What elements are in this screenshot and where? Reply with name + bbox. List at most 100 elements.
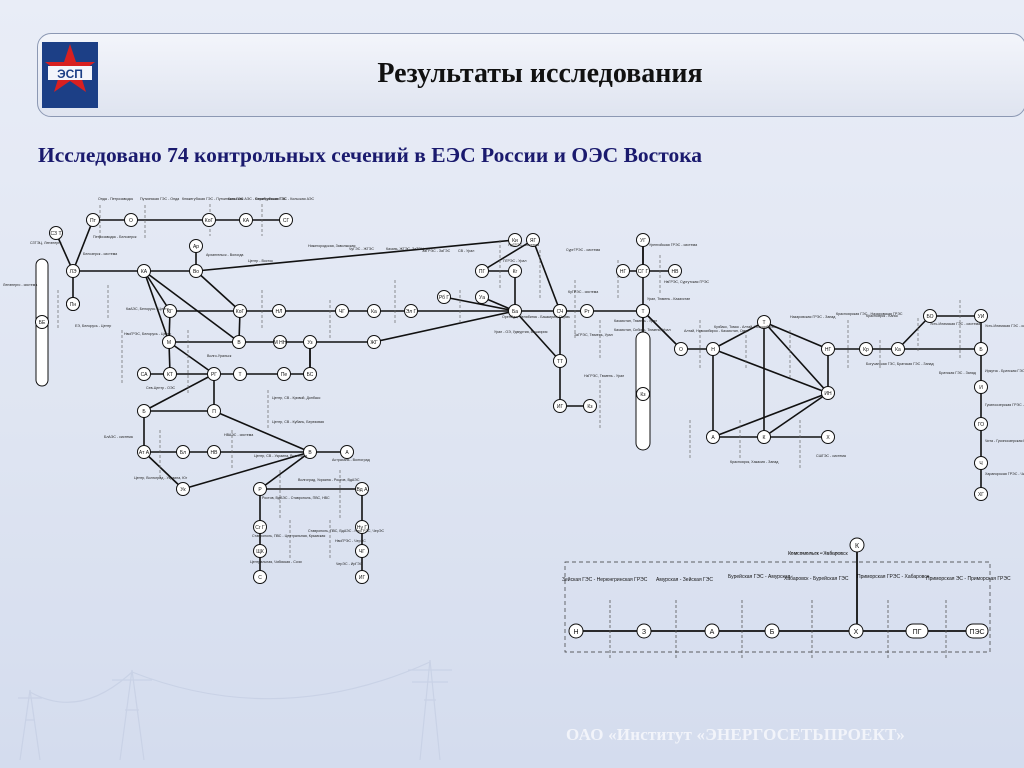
node-label: ИГ [359, 575, 366, 581]
section-label: Белозерск - система [83, 252, 117, 256]
east-node-label: З [642, 629, 646, 636]
node-circle [668, 264, 682, 278]
node-circle [137, 404, 151, 418]
east-node [764, 623, 780, 639]
section-label: Кузбасс, Томск - Алтай, Новосибирск [714, 325, 776, 329]
node-label: ЯГ [530, 238, 537, 244]
node-circle [437, 290, 451, 304]
node-label: СЧ [557, 309, 564, 315]
node-circle [974, 380, 988, 394]
node-label: Ч [979, 461, 982, 467]
network-line [897, 315, 931, 350]
node-label: А [345, 450, 349, 456]
network-line [481, 239, 534, 272]
node-circle [367, 304, 381, 318]
node-label: Пе [281, 372, 288, 378]
node-circle [974, 309, 988, 323]
east-node-label: Х [854, 629, 859, 636]
node-circle [974, 456, 988, 470]
node-circle [176, 482, 190, 496]
node-circle [253, 544, 267, 558]
section-label: СШГЭС - система [816, 454, 846, 458]
section-label: Оренбург, Челябинск - Башкирия, Пермь [502, 315, 570, 319]
section-label: ЧерЭС - ИрГЭС [336, 562, 363, 566]
network-line [259, 451, 311, 490]
node-circle [553, 354, 567, 368]
node-label: Ки [512, 238, 518, 244]
node-circle [583, 399, 597, 413]
section-label: Красноярская ГЭС - Назаровская ГРЭС [836, 312, 903, 316]
section-label: Братская ГЭС - Запад [939, 371, 977, 375]
section-label: БлАЭС - система [104, 435, 133, 439]
node-label: РГ [211, 372, 217, 378]
section-label: Харанорская ГРЭС - Чита [985, 472, 1024, 476]
node-circle [475, 264, 489, 278]
east-section-frame [564, 561, 991, 653]
node-label: Рг [584, 309, 589, 315]
node-label: М НН [274, 340, 287, 346]
node-circle [553, 304, 567, 318]
section-label: КаАЭС, Белорусь - Центр [126, 307, 169, 311]
east-section-label: Хабаровск - Бурейская ГЭС [784, 575, 849, 582]
network-line [443, 296, 516, 312]
east-node [704, 623, 720, 639]
page-title: Результаты исследования [377, 58, 703, 89]
node-circle [508, 264, 522, 278]
node-circle [404, 304, 418, 318]
node-circle [821, 342, 835, 356]
node-label: Ат А [139, 450, 150, 456]
node-circle [636, 264, 650, 278]
node-label: ТТ [557, 359, 563, 365]
node-label: СГ Г [638, 269, 649, 275]
east-node-label: Б [770, 629, 775, 636]
network-line [373, 310, 516, 343]
section-label: СВ - Урал [458, 249, 474, 253]
node-label: СГ [283, 218, 290, 224]
node-label: Н [711, 347, 715, 353]
node-circle [35, 315, 49, 329]
east-section-label: Зейская ГЭС - Нерюнгринская ГРЭС [562, 576, 648, 583]
section-label: КуГРЭС - система [568, 290, 598, 294]
node-circle [475, 290, 489, 304]
node-circle [355, 570, 369, 584]
node-label: НВ [672, 269, 680, 275]
section-label: Путкинская ГЭС - Онда [140, 197, 179, 201]
node-circle [66, 264, 80, 278]
section-label: ТаГРЭС, Тюмень, Урал [574, 333, 613, 337]
network-line [182, 451, 311, 490]
section-label: СургГРЭС - система [566, 248, 600, 252]
section-label: Серебрянская ГЭС - Кольская АЭС [255, 197, 314, 201]
node-label: Б [142, 409, 146, 415]
node-circle [636, 387, 650, 401]
network-line [514, 310, 561, 362]
node-label: Ну Г [357, 525, 368, 531]
node-label: БО [926, 314, 933, 320]
node-circle [355, 482, 369, 496]
east-node-label: Н [573, 629, 578, 636]
east-node [849, 537, 865, 553]
page-subtitle: Исследовано 74 контрольных сечений в ЕЭС… [38, 143, 703, 167]
node-circle [706, 342, 720, 356]
node-label: БЕ [39, 320, 46, 326]
node-label: ИН [824, 391, 832, 397]
east-section-label: Амурская - Зейская ГЭС [656, 576, 713, 583]
section-label: ПГРЭС - Урал [503, 259, 527, 263]
node-circle [340, 445, 354, 459]
node-label: КоГ [236, 309, 245, 315]
node-label: ЛЭ [70, 269, 77, 275]
section-label: Красноярск, Хакасия - Запад [730, 460, 779, 464]
network-line [143, 270, 171, 312]
section-label: Ростов, ВдАЭС - Ставрополь, ПВС, НВС [262, 496, 330, 500]
node-circle [636, 304, 650, 318]
node-circle [162, 335, 176, 349]
section-label: Центр, СВ - Украина, Волгоград [254, 454, 308, 458]
section-label: Центр, Волгоград - Украина, Юг [134, 476, 188, 480]
section-label: Усть-Илимская ГЭС - система [930, 322, 980, 326]
node-label: Вд А [357, 487, 369, 493]
node-circle [616, 264, 630, 278]
node-circle [923, 309, 937, 323]
node-label: КТ [167, 372, 173, 378]
node-label: К [763, 435, 766, 441]
node-label: СЗ Т [50, 231, 61, 237]
network-line [642, 310, 682, 350]
